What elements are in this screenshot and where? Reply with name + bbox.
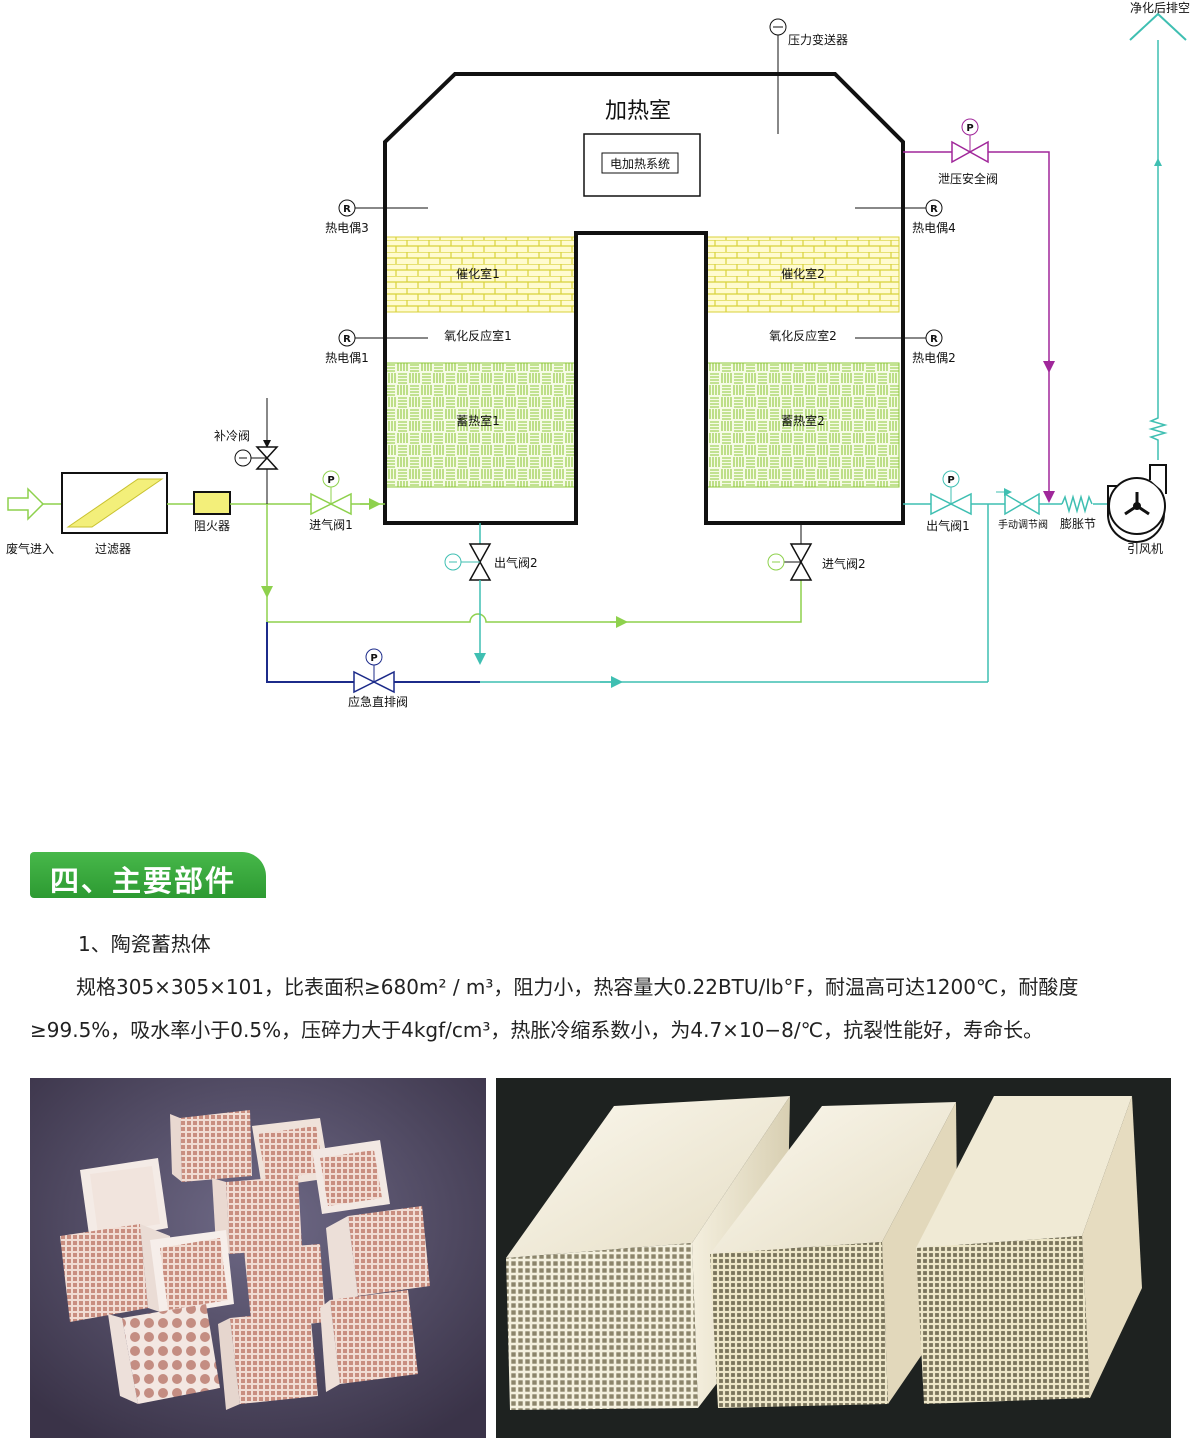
svg-text:P: P xyxy=(947,475,954,486)
svg-text:阻火器: 阻火器 xyxy=(194,519,230,533)
rto-process-diagram: 电加热系统 加热室 压力变送器 R 热电偶3 R 热电偶4 R 热电偶1 R 热… xyxy=(6,1,1190,709)
induced-fan-icon xyxy=(1107,464,1167,543)
electric-heating-label: 电加热系统 xyxy=(610,157,670,171)
fan-expansion-joint-icon xyxy=(1148,40,1168,460)
regen-bed-2 xyxy=(705,362,900,488)
furnace-outline xyxy=(383,72,905,525)
svg-text:R: R xyxy=(343,334,351,345)
svg-text:P: P xyxy=(327,475,334,486)
svg-text:热电偶4: 热电偶4 xyxy=(912,221,956,235)
svg-text:R: R xyxy=(930,204,938,215)
flame-arrester-box xyxy=(193,491,231,515)
regen-bed-1 xyxy=(384,362,576,488)
ceramic-regenerator-bricks-photo xyxy=(496,1078,1171,1438)
svg-text:进气阀1: 进气阀1 xyxy=(309,517,353,532)
svg-text:膨胀节: 膨胀节 xyxy=(1060,517,1096,531)
section-title: 四、主要部件 xyxy=(50,864,237,898)
expansion-joint-icon xyxy=(1061,494,1093,514)
svg-text:废气进入: 废气进入 xyxy=(6,541,54,556)
catalytic-room-1-label: 催化室1 xyxy=(456,266,500,281)
heating-room-title: 加热室 xyxy=(605,99,671,124)
svg-text:应急直排阀: 应急直排阀 xyxy=(348,694,408,709)
catalytic-room-2-label: 催化室2 xyxy=(781,266,825,281)
ceramic-honeycomb-blocks-photo xyxy=(30,1078,486,1438)
thermocouple-1: R 热电偶1 xyxy=(325,329,428,365)
svg-text:进气阀2: 进气阀2 xyxy=(822,556,866,571)
svg-text:引风机: 引风机 xyxy=(1127,542,1163,556)
catalytic-bed-1 xyxy=(384,236,576,313)
thermocouple-2: R 热电偶2 xyxy=(855,329,956,365)
item-title: 1、陶瓷蓄热体 xyxy=(78,932,211,956)
oxidation-room-1-label: 氧化反应室1 xyxy=(444,328,512,343)
svg-text:P: P xyxy=(370,653,377,664)
thermocouple-3: R 热电偶3 xyxy=(325,199,428,235)
oxidation-room-2-label: 氧化反应室2 xyxy=(769,328,837,343)
svg-text:补冷阀: 补冷阀 xyxy=(214,429,250,443)
svg-text:热电偶1: 热电偶1 xyxy=(325,351,369,365)
section-title-tab: 四、主要部件 xyxy=(30,852,266,898)
thermocouple-4: R 热电偶4 xyxy=(855,199,956,235)
svg-text:出气阀1: 出气阀1 xyxy=(926,518,970,533)
waste-gas-inlet-arrow-icon xyxy=(7,487,45,521)
regen-room-1-label: 蓄热室1 xyxy=(456,413,500,428)
svg-text:R: R xyxy=(930,334,938,345)
pressure-transmitter-label: 压力变送器 xyxy=(788,32,848,47)
svg-text:净化后排空: 净化后排空 xyxy=(1130,1,1190,15)
svg-text:P: P xyxy=(966,123,973,134)
exhaust-arrow-icon xyxy=(1129,12,1187,41)
manual-valve-icon xyxy=(1004,492,1040,516)
svg-text:热电偶2: 热电偶2 xyxy=(912,351,956,365)
regen-room-2-label: 蓄热室2 xyxy=(781,413,825,428)
svg-text:热电偶3: 热电偶3 xyxy=(325,221,369,235)
svg-text:泄压安全阀: 泄压安全阀 xyxy=(938,171,998,186)
spec-paragraph: 规格305×305×101，比表面积≥680m² / m³，阻力小，热容量大0.… xyxy=(30,975,1079,1042)
catalytic-bed-2 xyxy=(705,236,900,313)
svg-text:手动调节阀: 手动调节阀 xyxy=(998,518,1048,531)
svg-text:过滤器: 过滤器 xyxy=(95,542,131,556)
svg-text:R: R xyxy=(343,204,351,215)
svg-text:出气阀2: 出气阀2 xyxy=(494,555,538,570)
